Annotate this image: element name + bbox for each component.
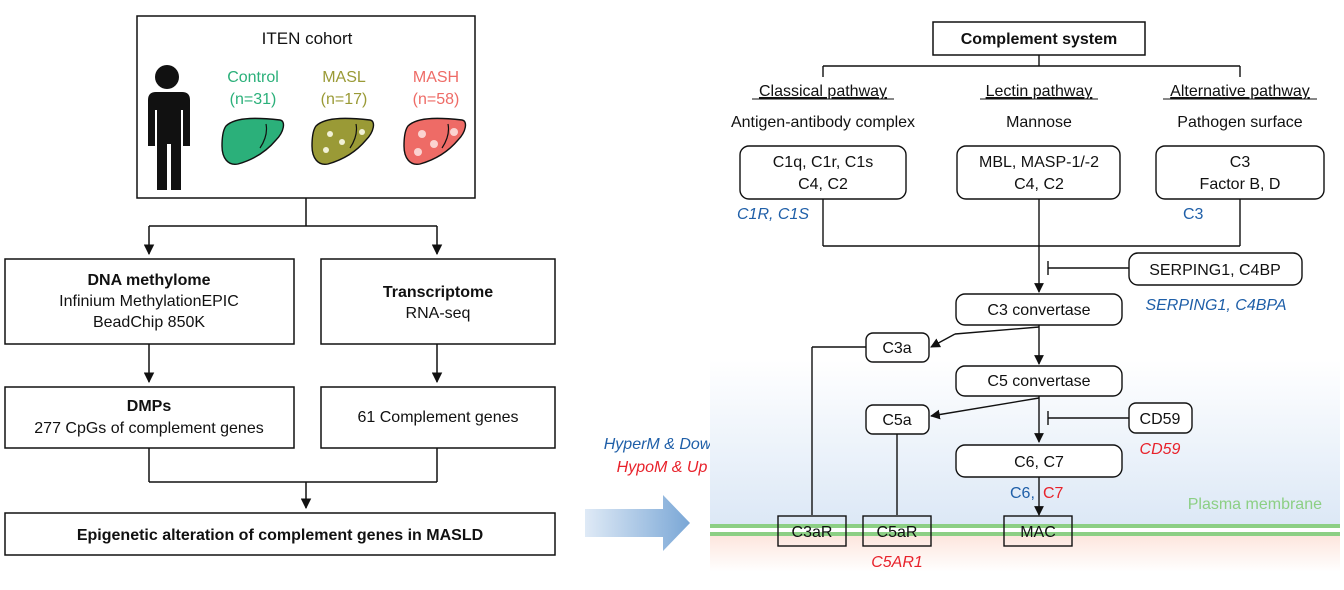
- cytoplasm-background: [710, 536, 1340, 572]
- cohort-box: [136, 15, 476, 199]
- methylome-title: DNA methylome: [88, 272, 211, 289]
- transcriptome-title: Transcriptome: [383, 284, 493, 301]
- alternative-box: [1155, 145, 1325, 200]
- c3a-label: C3a: [882, 340, 911, 357]
- serping1-c4bp-box: [1128, 252, 1303, 286]
- complement-genes-box: [320, 386, 556, 449]
- mac-box: [1003, 515, 1073, 547]
- c5-convertase-label: C5 convertase: [987, 373, 1090, 390]
- classical-box: [739, 145, 907, 200]
- methylome-line2: BeadChip 850K: [93, 314, 205, 331]
- methylome-line1: Infinium MethylationEPIC: [59, 293, 239, 310]
- cohort-title: ITEN cohort: [262, 29, 353, 48]
- mash-n: (n=58): [413, 91, 460, 108]
- alternative-box-line1: C3: [1230, 154, 1251, 171]
- control-n: (n=31): [230, 91, 277, 108]
- lectin-trigger: Mannose: [1006, 114, 1072, 131]
- control-label: Control: [227, 69, 279, 86]
- classical-pathway-label: Classical pathway: [759, 83, 887, 100]
- dmps-line1: 277 CpGs of complement genes: [34, 420, 263, 437]
- masl-liver-icon: [311, 117, 375, 165]
- transcriptome-line1: RNA-seq: [406, 305, 471, 322]
- serping1-c4bpa-genes: SERPING1, C4BPA: [1145, 297, 1286, 314]
- plasma-membrane: [710, 524, 1340, 536]
- mac-label: MAC: [1020, 524, 1056, 541]
- alternative-genes: C3: [1183, 206, 1204, 223]
- conclusion-text: Epigenetic alteration of complement gene…: [77, 527, 483, 544]
- legend-hyper: HyperM & Down: [604, 436, 721, 453]
- c5ar1-gene: C5AR1: [871, 554, 923, 571]
- dmps-box: [4, 386, 295, 449]
- c5ar-label: C5aR: [877, 524, 918, 541]
- classical-box-line1: C1q, C1r, C1s: [773, 154, 873, 171]
- transcriptome-box: [320, 258, 556, 345]
- cd59-box: [1128, 402, 1193, 434]
- cd59-label: CD59: [1140, 411, 1181, 428]
- methylome-box: [4, 258, 295, 345]
- c5a-label: C5a: [882, 412, 911, 429]
- classical-trigger: Antigen-antibody complex: [731, 114, 915, 131]
- mash-liver-icon: [403, 117, 467, 165]
- legend-hypo: HypoM & Up: [617, 459, 708, 476]
- c6-gene: C6,: [1010, 485, 1035, 502]
- alternative-trigger: Pathogen surface: [1177, 114, 1303, 131]
- c5-convertase-box: [955, 365, 1123, 397]
- classical-genes: C1R, C1S: [737, 206, 809, 223]
- complement-genes-line1: 61 Complement genes: [358, 409, 519, 426]
- classical-box-line2: C4, C2: [798, 176, 848, 193]
- c6-c7-label: C6, C7: [1014, 454, 1064, 471]
- lectin-pathway-label: Lectin pathway: [986, 83, 1093, 100]
- masl-label: MASL: [322, 69, 366, 86]
- c6-c7-box: [955, 444, 1123, 478]
- dmps-title: DMPs: [127, 398, 172, 415]
- c3a-box: [865, 332, 930, 363]
- complement-system-title: Complement system: [961, 31, 1118, 48]
- masl-n: (n=17): [321, 91, 368, 108]
- c3ar-box: [777, 515, 847, 547]
- alternative-box-line2: Factor B, D: [1200, 176, 1281, 193]
- c3-convertase-label: C3 convertase: [987, 302, 1090, 319]
- pathway-connectors: [811, 55, 1241, 516]
- serping1-c4bp-label: SERPING1, C4BP: [1149, 262, 1281, 279]
- lectin-box-line1: MBL, MASP-1/-2: [979, 154, 1099, 171]
- conclusion-box: [4, 512, 556, 556]
- alternative-pathway-label: Alternative pathway: [1170, 83, 1310, 100]
- c5ar-box: [862, 515, 932, 547]
- plasma-membrane-label: Plasma membrane: [1188, 496, 1322, 513]
- c5a-box: [865, 404, 930, 435]
- c7-gene: C7: [1043, 485, 1064, 502]
- c3-convertase-box: [955, 293, 1123, 326]
- lectin-box-line2: C4, C2: [1014, 176, 1064, 193]
- right-arrow-icon: [585, 495, 690, 551]
- cohort-connectors: [143, 198, 443, 510]
- lectin-box: [956, 145, 1121, 200]
- cd59-genes: CD59: [1140, 441, 1181, 458]
- person-silhouette-icon: [148, 65, 190, 190]
- control-liver-icon: [221, 117, 285, 165]
- mash-label: MASH: [413, 69, 459, 86]
- c3ar-label: C3aR: [792, 524, 833, 541]
